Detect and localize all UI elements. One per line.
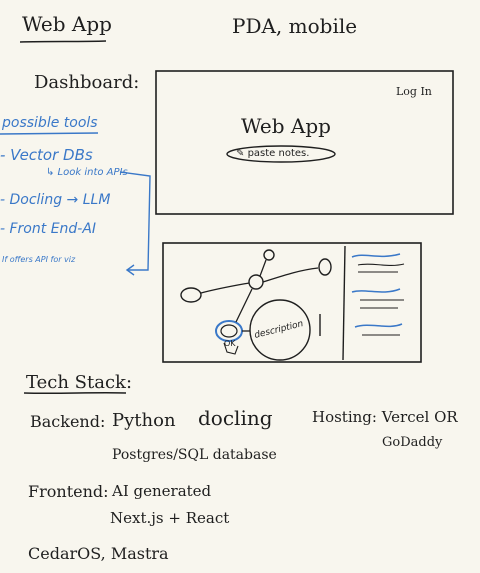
paste-icon: ✎ bbox=[236, 148, 245, 159]
ok-label: OK bbox=[224, 339, 236, 348]
frontend-ai-generated: AI generated bbox=[112, 482, 212, 500]
possible-tools-underline bbox=[0, 132, 99, 135]
graph-sidebar-divider bbox=[342, 245, 346, 361]
bracket-arrow bbox=[119, 171, 151, 271]
graph-mockup-frame bbox=[162, 242, 422, 363]
tech-stack-heading: Tech Stack: bbox=[26, 372, 133, 393]
edge-middle-top bbox=[259, 259, 267, 277]
graph-node-left bbox=[180, 287, 202, 303]
paste-notes-oval bbox=[226, 145, 336, 163]
sidebar-line-4 bbox=[351, 288, 401, 293]
hosting-label: Hosting: Vercel OR bbox=[312, 408, 458, 426]
edge-middle-selected bbox=[235, 288, 253, 323]
selected-node-highlight bbox=[215, 320, 243, 342]
sidebar-line-2 bbox=[357, 263, 405, 266]
other-tools: CedarOS, Mastra bbox=[28, 544, 169, 563]
dashboard-label: Dashboard: bbox=[34, 72, 140, 93]
selected-node bbox=[220, 324, 238, 338]
backend-database: Postgres/SQL database bbox=[112, 447, 277, 463]
bracket-arrowhead bbox=[125, 264, 135, 276]
graph-node-right bbox=[318, 258, 332, 276]
edge-middle-right bbox=[262, 267, 319, 283]
tool-item-vector-dbs: - Vector DBs bbox=[0, 146, 93, 164]
tool-item-docling-llm: - Docling → LLM bbox=[0, 192, 111, 208]
pda-mobile-heading: PDA, mobile bbox=[232, 14, 358, 38]
tool-item-frontend-ai: - Front End-AI bbox=[0, 221, 97, 237]
sidebar-line-7 bbox=[354, 323, 403, 328]
frontend-nextjs-react: Next.js + React bbox=[110, 509, 230, 527]
mockup-web-app-title: Web App bbox=[241, 114, 331, 138]
web-app-heading: Web App bbox=[22, 12, 112, 36]
backend-label: Backend: bbox=[30, 412, 106, 431]
tool-item-api-viz: If offers API for viz bbox=[2, 255, 76, 264]
description-node bbox=[249, 299, 311, 361]
graph-node-middle bbox=[248, 274, 264, 290]
backend-python: Python bbox=[112, 410, 176, 431]
dashboard-mockup-frame bbox=[155, 70, 454, 215]
backend-docling: docling bbox=[198, 406, 273, 430]
possible-tools-heading: possible tools bbox=[2, 115, 98, 131]
pointer-hand bbox=[223, 342, 239, 355]
tool-item-look-into-apis: ↳ Look into APIs bbox=[46, 167, 128, 178]
graph-node-top bbox=[263, 249, 275, 261]
hosting-godaddy: GoDaddy bbox=[382, 435, 443, 450]
login-link[interactable]: Log In bbox=[396, 85, 432, 98]
tech-stack-underline bbox=[23, 392, 127, 394]
sidebar-line-1 bbox=[351, 253, 401, 258]
frontend-label: Frontend: bbox=[28, 482, 109, 501]
paste-notes-label: paste notes. bbox=[247, 148, 310, 159]
web-app-underline bbox=[19, 40, 107, 43]
edge-left-middle bbox=[200, 282, 250, 294]
paste-notes-button[interactable]: ✎ paste notes. bbox=[236, 149, 309, 159]
